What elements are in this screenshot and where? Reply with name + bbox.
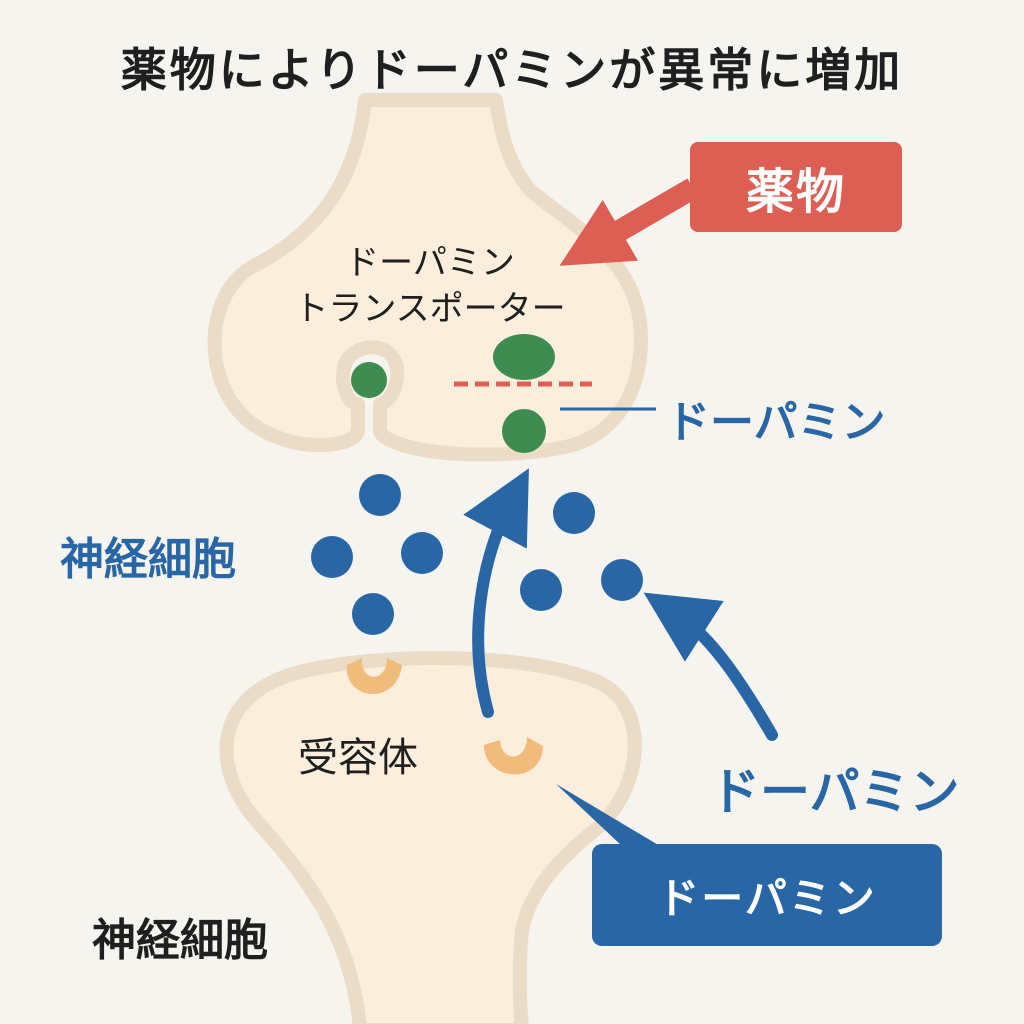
postsynaptic-neuron	[219, 651, 642, 1024]
dopamine-box: ドーパミン	[592, 844, 942, 946]
dopamine-molecule	[601, 559, 643, 601]
drug-label: 薬物	[745, 164, 846, 220]
dopamine-label-right: ドーパミン	[710, 763, 960, 821]
dopamine-molecule	[311, 536, 353, 578]
receptor-site	[484, 737, 543, 775]
receptor-site	[346, 658, 402, 694]
page-title: 薬物によりドーパミンが異常に増加	[120, 43, 904, 97]
transporter-vesicle	[351, 362, 387, 398]
dopamine-box-label: ドーパミン	[657, 873, 877, 923]
dopamine-molecule	[352, 593, 394, 635]
neuron-label-bottom: 神経細胞	[92, 915, 268, 966]
transporter-label-line1: ドーパミン	[345, 243, 515, 283]
dopamine-molecule	[401, 532, 443, 574]
transporter-protein	[493, 334, 555, 380]
dopamine-label-top: ドーパミン	[666, 397, 886, 448]
release-arrow	[643, 592, 778, 741]
transporter-label: ドーパミン トランスポーター	[250, 240, 610, 332]
bound-dopamine	[502, 409, 546, 453]
callout-pointer	[556, 784, 660, 846]
dopamine-molecule	[520, 569, 562, 611]
drug-arrow	[559, 178, 699, 266]
receptor-label: 受容体	[298, 735, 418, 781]
reuptake-arrow	[463, 468, 529, 718]
transporter-label-line2: トランスポーター	[294, 289, 566, 329]
neuron-label-left: 神経細胞	[60, 534, 236, 585]
dopamine-molecule	[553, 492, 595, 534]
dopamine-molecule	[359, 474, 401, 516]
drug-box: 薬物	[690, 142, 902, 232]
